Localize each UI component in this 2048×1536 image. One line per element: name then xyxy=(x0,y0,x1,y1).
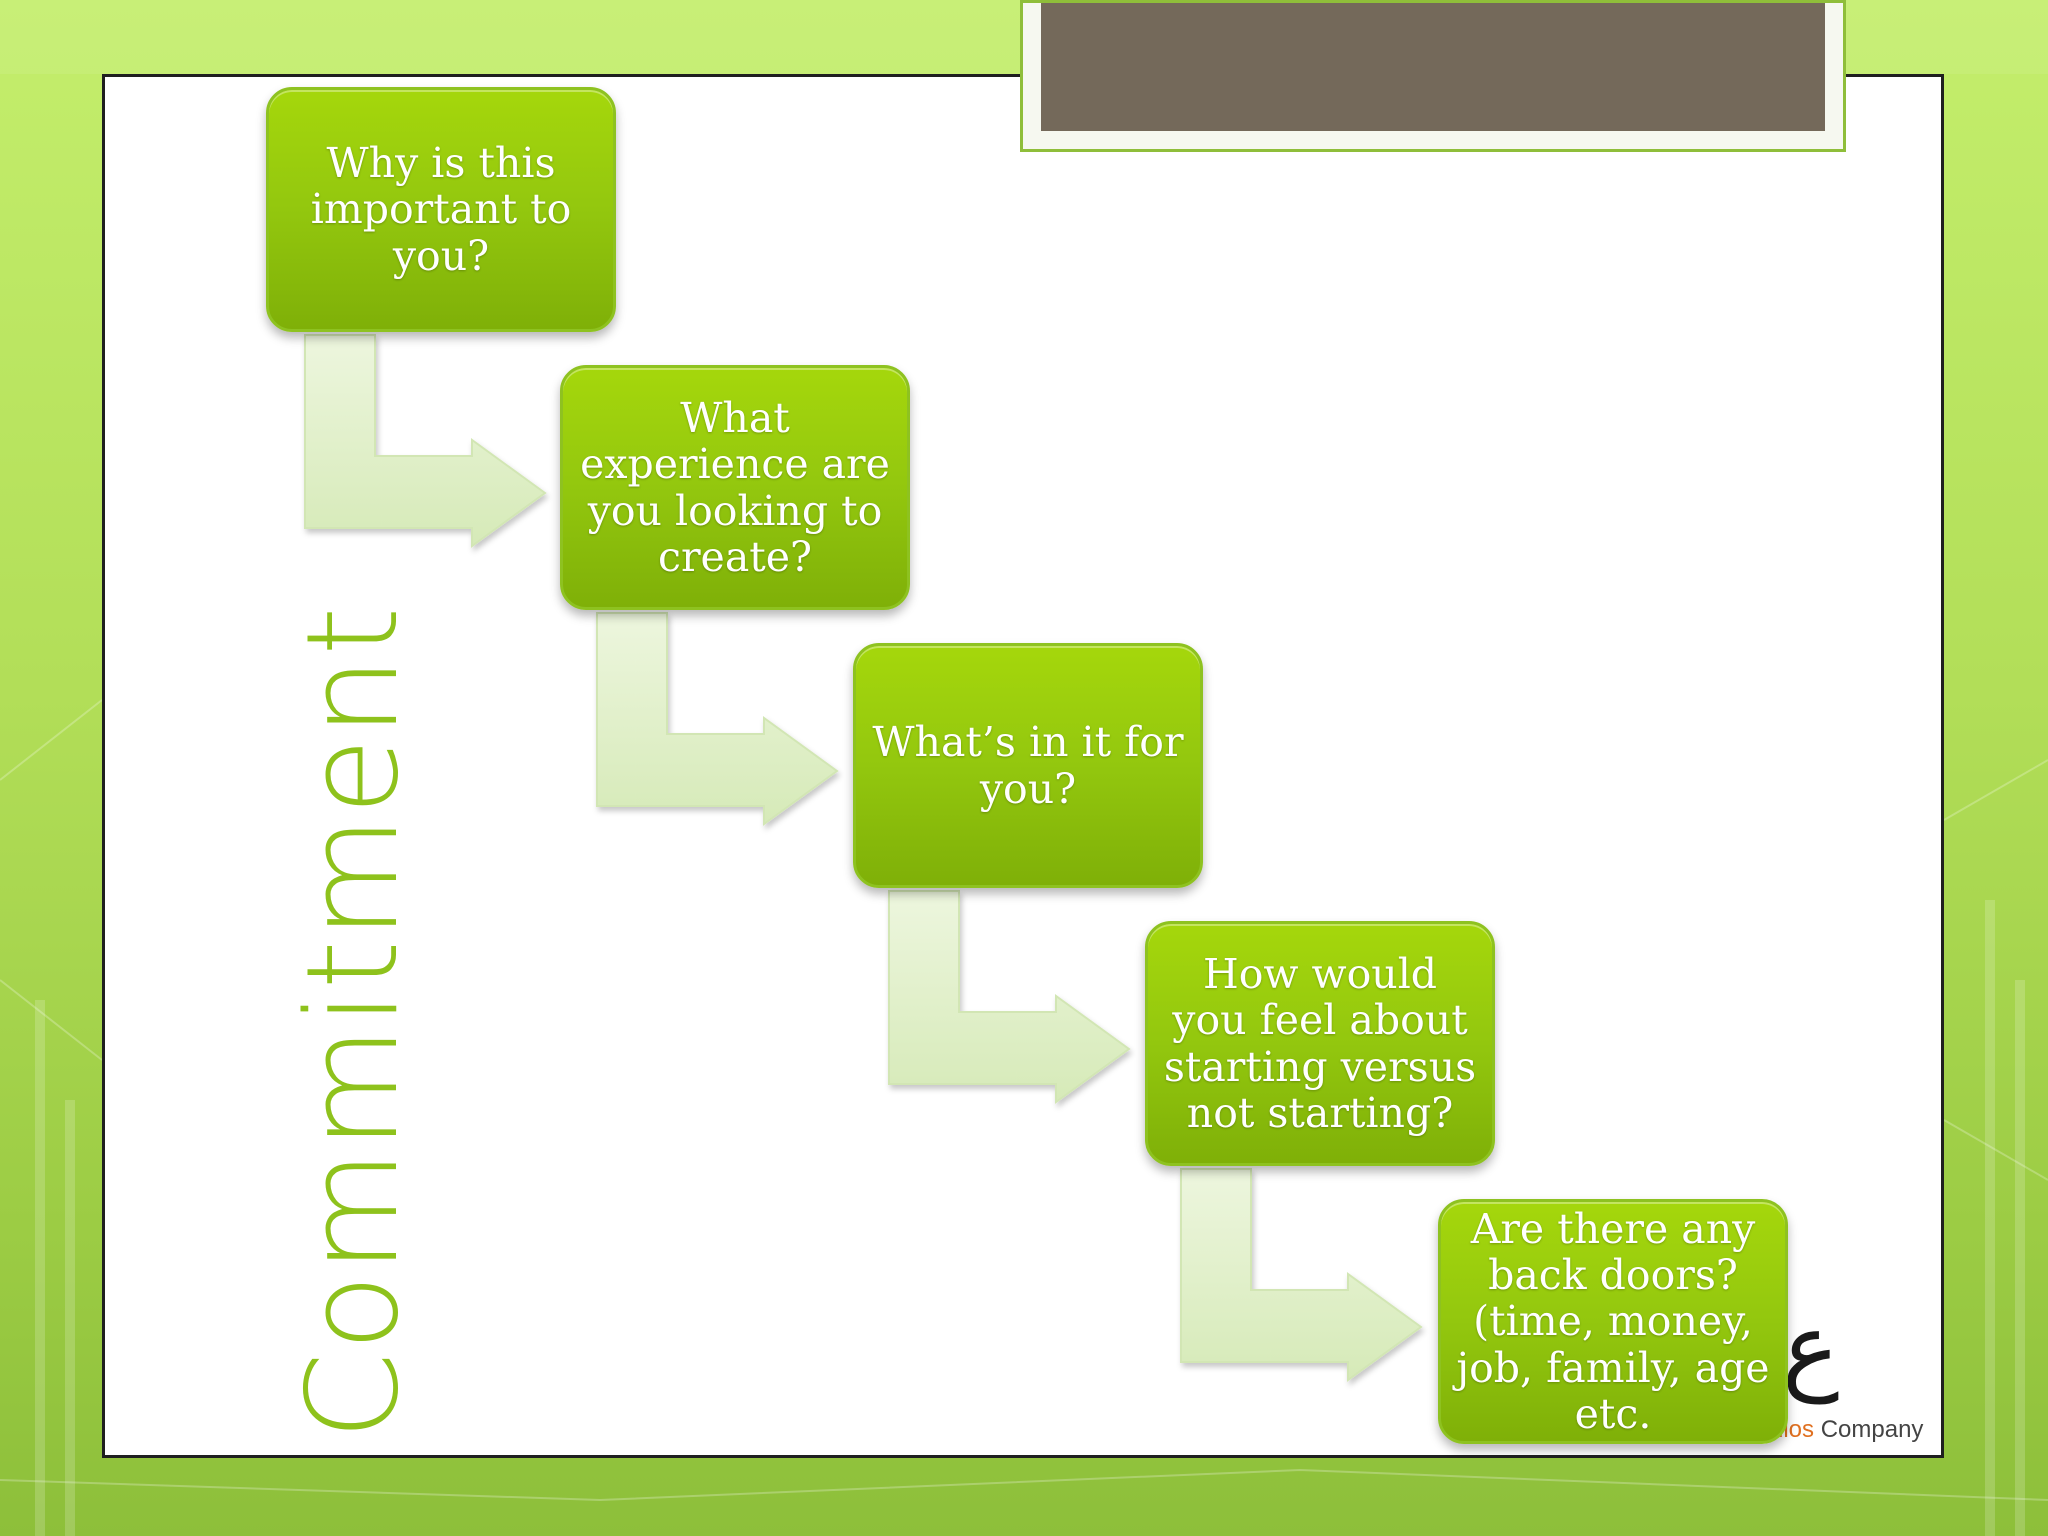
logo-text: dios Company xyxy=(1770,1416,1923,1444)
arrow-2 xyxy=(596,612,839,826)
title-plate-fill xyxy=(1041,3,1825,131)
logo-text-part2: Company xyxy=(1814,1416,1924,1443)
step-box-4: How would you feel about starting versus… xyxy=(1145,921,1495,1166)
arrow-3 xyxy=(888,890,1131,1104)
arrow-4 xyxy=(1180,1168,1423,1382)
step-box-2: What experience are you looking to creat… xyxy=(560,365,910,610)
title-plate xyxy=(1020,0,1846,152)
arrow-1 xyxy=(304,334,547,548)
step-box-1: Why is this important to you? xyxy=(266,87,616,332)
logo-mark: ع xyxy=(1782,1292,1840,1404)
step-box-5: Are there any back doors? (time, money, … xyxy=(1438,1199,1788,1444)
step-box-3: What’s in it for you? xyxy=(853,643,1203,888)
